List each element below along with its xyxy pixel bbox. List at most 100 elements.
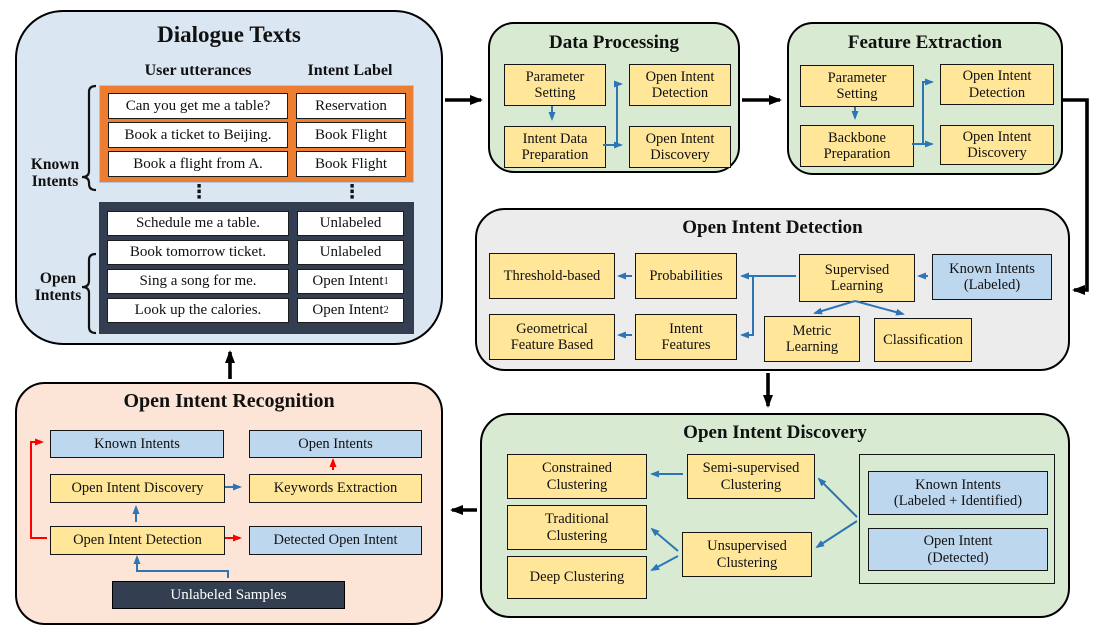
node-label: Open Intent Detection xyxy=(962,68,1032,101)
node-label: Probabilities xyxy=(649,267,723,284)
open-intents-table: Schedule me a table. Book tomorrow ticke… xyxy=(99,202,414,334)
node-known-intents-labeled-identified: Known Intents (Labeled + Identified) xyxy=(868,471,1048,515)
node-label: Open Intent Detection xyxy=(645,68,715,101)
node-semi-supervised-clustering: Semi-supervised Clustering xyxy=(687,454,815,499)
node-label: Constrained Clustering xyxy=(541,460,613,493)
node-parameter-setting: Parameter Setting xyxy=(800,65,914,107)
node-label: Open Intent (Detected) xyxy=(923,533,993,566)
node-unlabeled-samples: Unlabeled Samples xyxy=(112,581,345,609)
panel-title-open-intent-detection: Open Intent Detection xyxy=(682,217,863,238)
discovery-inputs-container: Known Intents (Labeled + Identified) Ope… xyxy=(859,454,1055,584)
node-open-intent-discovery: Open Intent Discovery xyxy=(940,125,1054,165)
node-deep-clustering: Deep Clustering xyxy=(507,556,647,599)
node-label: Traditional Clustering xyxy=(545,511,609,544)
node-metric-learning: Metric Learning xyxy=(764,316,860,362)
node-label: Known Intents (Labeled + Identified) xyxy=(893,476,1023,509)
node-known-intents-labeled: Known Intents (Labeled) xyxy=(932,254,1052,300)
node-label: Unsupervised Clustering xyxy=(707,538,787,571)
intent-label-cell: Book Flight xyxy=(296,151,406,177)
ellipsis-utterances: ⋮ xyxy=(189,181,209,203)
panel-dialogue-texts: Dialogue Texts User utterances Intent La… xyxy=(15,10,443,345)
node-open-intents: Open Intents xyxy=(249,430,422,458)
panel-title-open-intent-discovery: Open Intent Discovery xyxy=(683,422,867,443)
intent-label-text: Open Intent xyxy=(312,273,384,289)
utterance-cell: Can you get me a table? xyxy=(108,93,288,119)
panel-open-intent-discovery: Open Intent Discovery Constrained Cluste… xyxy=(480,413,1070,618)
intent-label-cell: Unlabeled xyxy=(297,240,404,265)
node-label: Backbone Preparation xyxy=(823,129,891,162)
column-header-intent-label: Intent Label xyxy=(307,62,393,79)
ellipsis-labels: ⋮ xyxy=(342,181,362,203)
node-label: Intent Data Preparation xyxy=(521,130,589,163)
node-label: Parameter Setting xyxy=(827,69,887,102)
open-utterance-column: Schedule me a table. Book tomorrow ticke… xyxy=(107,211,289,323)
node-unsupervised-clustering: Unsupervised Clustering xyxy=(682,532,812,577)
panel-title-feature-extraction: Feature Extraction xyxy=(847,32,1003,53)
intent-label-cell: Reservation xyxy=(296,93,406,119)
node-supervised-learning: Supervised Learning xyxy=(799,254,915,302)
node-label: Open Intent Discovery xyxy=(962,128,1032,161)
panel-title-open-intent-recognition: Open Intent Recognition xyxy=(123,390,335,412)
node-keywords-extraction: Keywords Extraction xyxy=(249,474,422,503)
node-threshold-based: Threshold-based xyxy=(489,253,615,299)
node-label: Classification xyxy=(883,331,963,348)
node-detected-open-intent: Detected Open Intent xyxy=(249,526,422,555)
utterance-cell: Book a ticket to Beijing. xyxy=(108,122,288,148)
node-open-intent-detected: Open Intent (Detected) xyxy=(868,528,1048,571)
node-label: Parameter Setting xyxy=(525,68,585,101)
node-label: Known Intents xyxy=(94,435,180,452)
node-label: Deep Clustering xyxy=(529,569,625,586)
intent-label-cell: Unlabeled xyxy=(297,211,404,236)
intent-label-text: Open Intent xyxy=(312,302,384,318)
panel-title-data-processing: Data Processing xyxy=(549,32,679,53)
node-label: Unlabeled Samples xyxy=(170,586,287,603)
intent-label-text: Unlabeled xyxy=(319,244,382,260)
utterance-cell: Look up the calories. xyxy=(107,298,289,323)
known-utterance-column: Can you get me a table? Book a ticket to… xyxy=(108,93,288,177)
node-label: Semi-supervised Clustering xyxy=(702,460,800,493)
node-open-intent-detection: Open Intent Detection xyxy=(940,64,1054,105)
open-intents-group-label: Open Intents xyxy=(34,270,82,305)
node-open-intent-discovery: Open Intent Discovery xyxy=(629,126,731,168)
known-label-column: Reservation Book Flight Book Flight xyxy=(296,93,406,177)
node-intent-features: Intent Features xyxy=(635,314,737,360)
node-classification: Classification xyxy=(874,318,972,362)
utterance-cell: Sing a song for me. xyxy=(107,269,289,294)
panel-data-processing: Data Processing Parameter Setting Open I… xyxy=(488,22,740,173)
panel-open-intent-recognition: Open Intent Recognition Known Intents Op… xyxy=(15,382,443,625)
column-header-user-utterances: User utterances xyxy=(144,62,252,79)
node-label: Supervised Learning xyxy=(824,261,890,294)
panel-feature-extraction: Feature Extraction Parameter Setting Ope… xyxy=(787,22,1063,175)
intent-label-cell: Book Flight xyxy=(296,122,406,148)
node-intent-data-preparation: Intent Data Preparation xyxy=(504,126,606,168)
node-constrained-clustering: Constrained Clustering xyxy=(507,454,647,499)
node-label: Known Intents (Labeled) xyxy=(949,260,1035,293)
node-traditional-clustering: Traditional Clustering xyxy=(507,505,647,550)
known-intents-table: Can you get me a table? Book a ticket to… xyxy=(99,85,414,183)
node-label: Metric Learning xyxy=(785,322,839,355)
node-label: Intent Features xyxy=(661,320,711,353)
utterance-cell: Book a flight from A. xyxy=(108,151,288,177)
panel-open-intent-detection: Open Intent Detection Threshold-based Pr… xyxy=(475,208,1070,371)
node-label: Open Intent Detection xyxy=(73,532,202,549)
node-label: Keywords Extraction xyxy=(273,480,398,497)
node-backbone-preparation: Backbone Preparation xyxy=(800,125,914,167)
utterance-cell: Book tomorrow ticket. xyxy=(107,240,289,265)
node-open-intent-detection: Open Intent Detection xyxy=(50,526,225,555)
node-known-intents: Known Intents xyxy=(50,430,224,458)
panel-title-dialogue-texts: Dialogue Texts xyxy=(157,22,301,47)
intent-label-text: Unlabeled xyxy=(319,215,382,231)
node-label: Geometrical Feature Based xyxy=(510,320,594,353)
node-parameter-setting: Parameter Setting xyxy=(504,64,606,106)
node-label: Open Intent Discovery xyxy=(645,130,715,163)
utterance-cell: Schedule me a table. xyxy=(107,211,289,236)
node-label: Detected Open Intent xyxy=(273,532,398,549)
node-probabilities: Probabilities xyxy=(635,253,737,299)
node-label: Open Intents xyxy=(298,435,373,452)
node-label: Threshold-based xyxy=(503,267,601,284)
node-open-intent-discovery: Open Intent Discovery xyxy=(50,474,225,503)
node-label: Open Intent Discovery xyxy=(71,480,204,497)
